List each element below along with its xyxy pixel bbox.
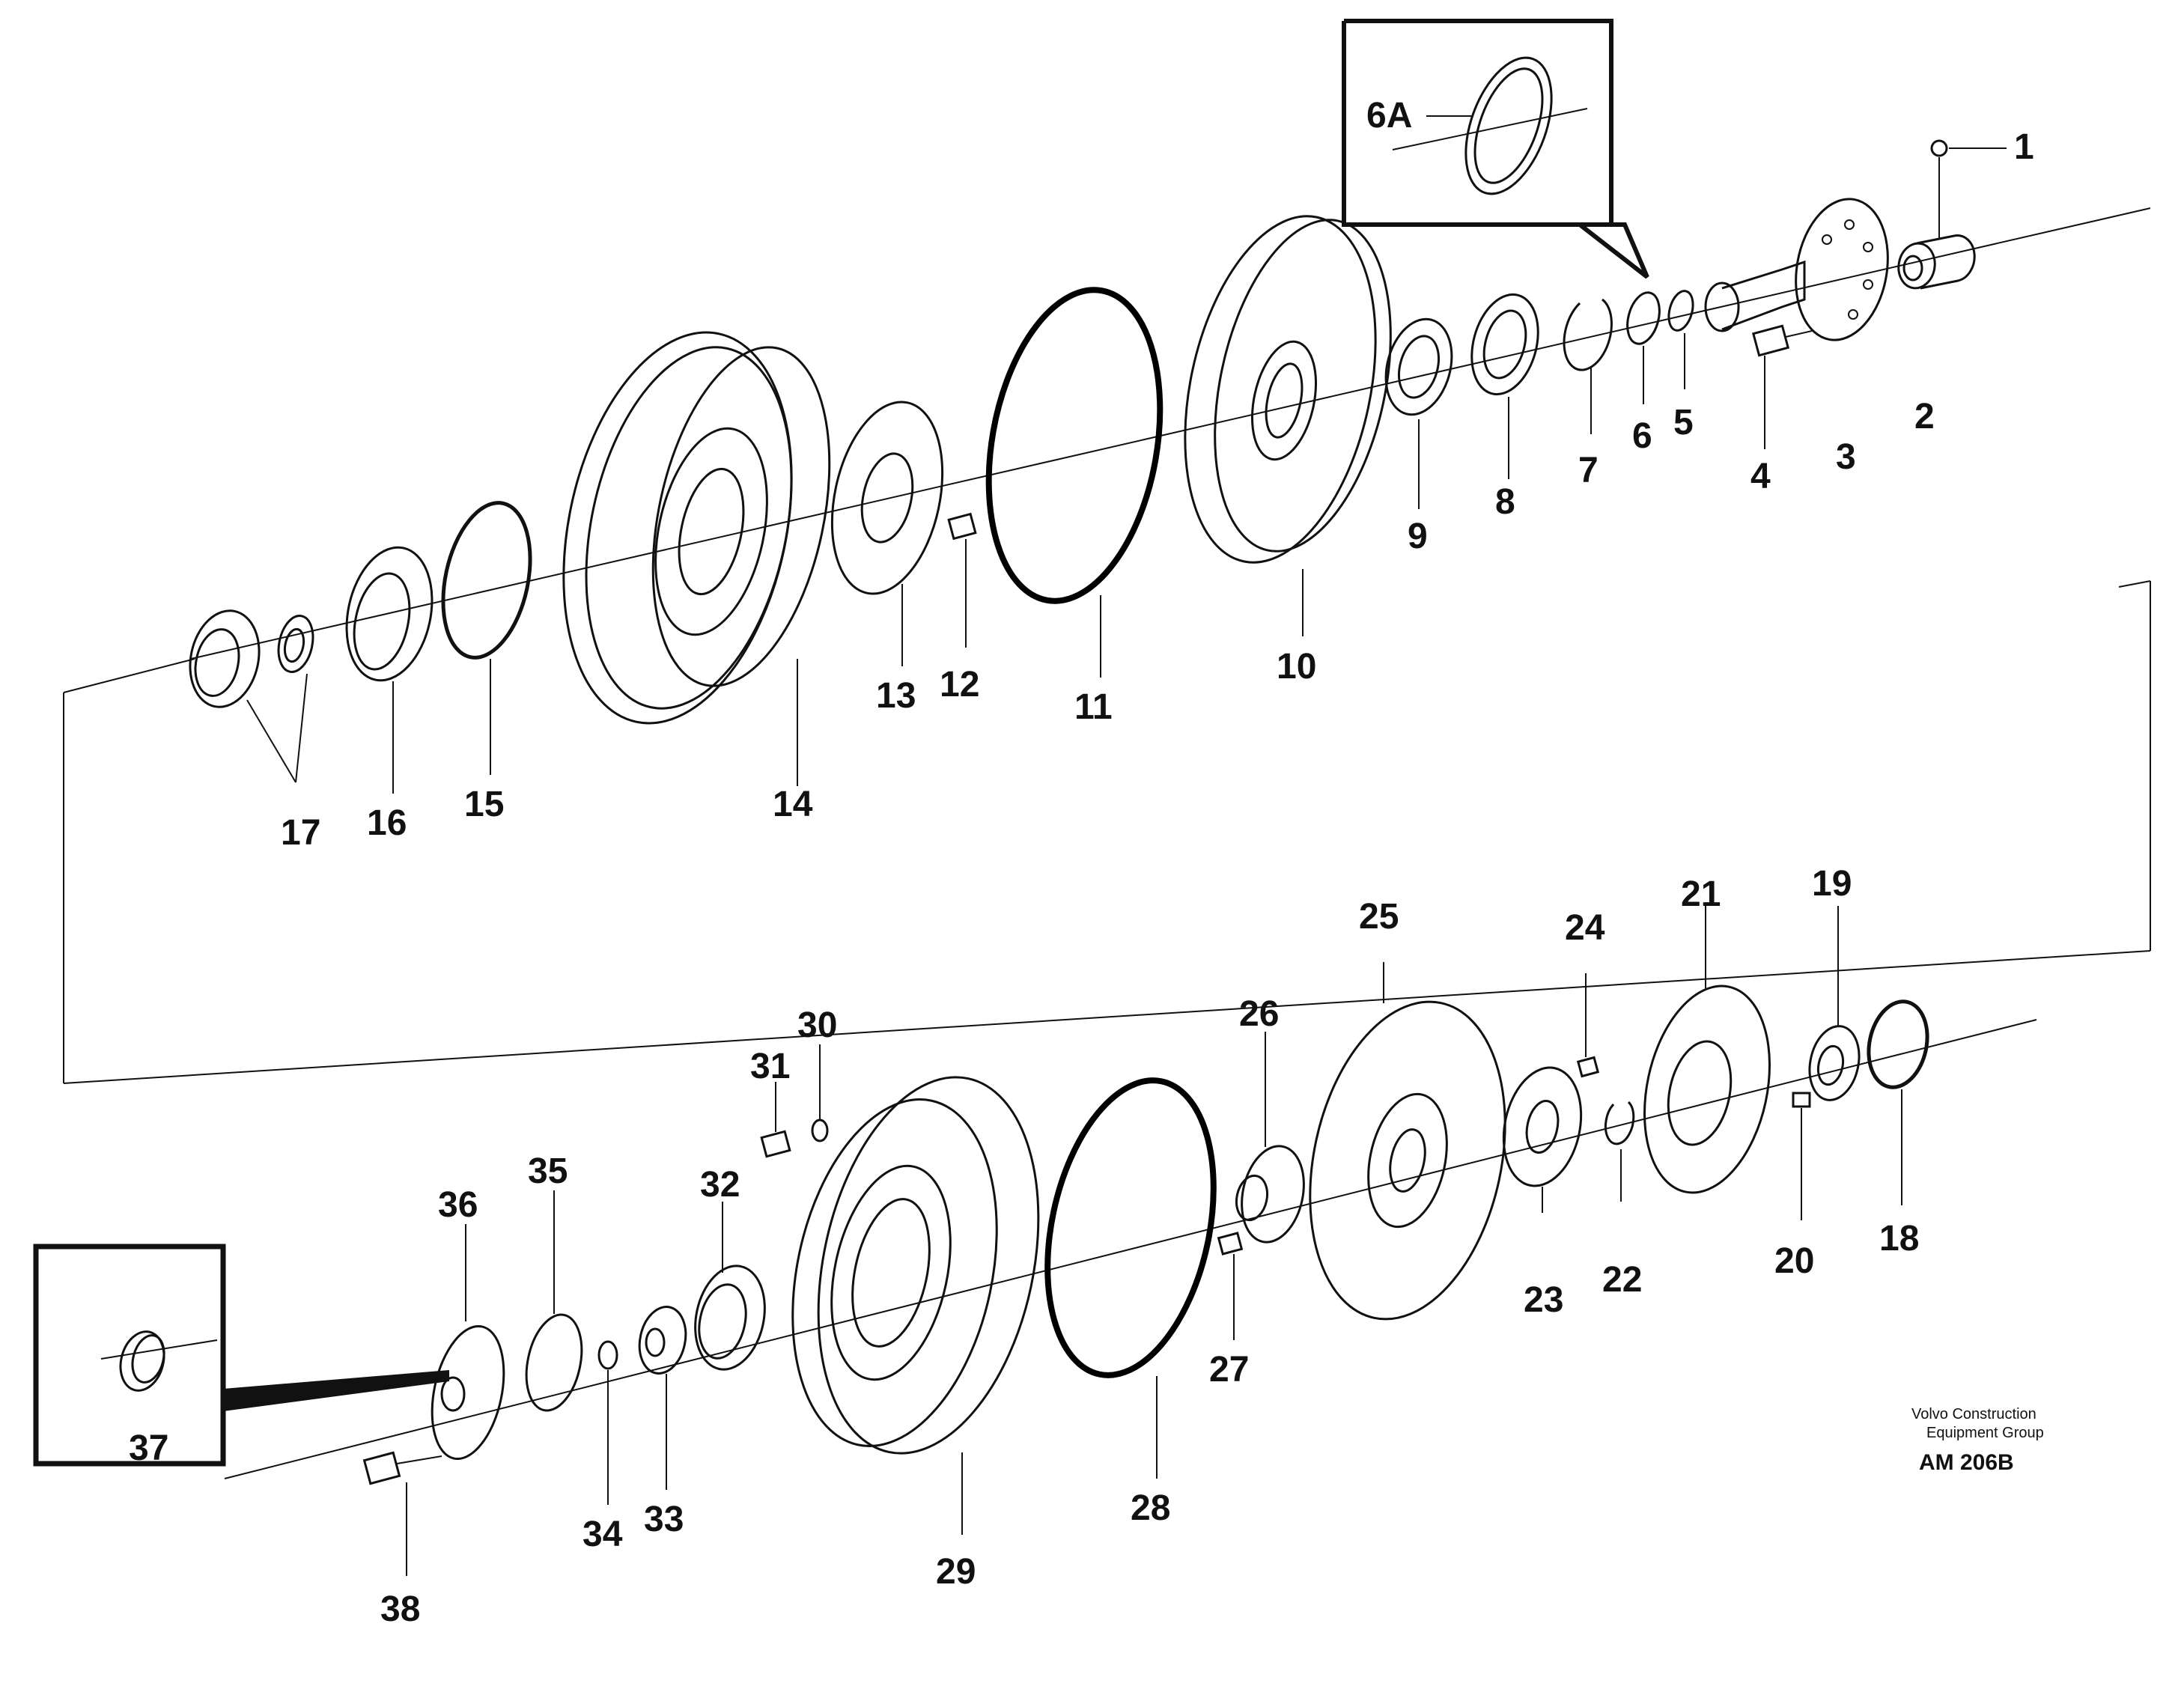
label-37: 37 bbox=[129, 1428, 168, 1468]
part-36-cover bbox=[431, 1224, 505, 1461]
label-19: 19 bbox=[1812, 864, 1852, 904]
part-28-o-ring bbox=[1044, 1077, 1217, 1479]
label-11: 11 bbox=[1074, 687, 1113, 727]
part-11-o-ring bbox=[985, 287, 1164, 678]
part-30-washer bbox=[811, 1044, 829, 1142]
part-38-bolt bbox=[362, 1451, 442, 1576]
label-18: 18 bbox=[1879, 1219, 1919, 1259]
part-21-stator bbox=[1643, 906, 1771, 1194]
part-18-o-ring bbox=[1867, 999, 1929, 1205]
part-7-circlip bbox=[1563, 298, 1613, 434]
part-2-coupling bbox=[1897, 157, 1976, 290]
label-28: 28 bbox=[1131, 1488, 1170, 1528]
label-4: 4 bbox=[1750, 457, 1771, 496]
part-5-ring bbox=[1667, 290, 1694, 389]
label-20: 20 bbox=[1774, 1241, 1814, 1281]
part-15-o-ring bbox=[441, 501, 532, 775]
label-9: 9 bbox=[1408, 517, 1428, 556]
part-17-bearing-set bbox=[189, 609, 314, 783]
part-14-turbine-housing bbox=[562, 331, 831, 786]
label-24: 24 bbox=[1565, 908, 1605, 948]
label-5: 5 bbox=[1673, 403, 1694, 442]
part-27-screw bbox=[1217, 1232, 1244, 1340]
label-26: 26 bbox=[1239, 994, 1279, 1034]
part-9-bearing bbox=[1384, 317, 1453, 509]
credit-block: Volvo Construction Equipment Group AM 20… bbox=[1911, 1406, 2044, 1475]
label-2: 2 bbox=[1914, 397, 1935, 436]
part-29-drive-housing bbox=[791, 1076, 1040, 1535]
part-10-pump-housing bbox=[1184, 215, 1392, 636]
credit-line-2: Equipment Group bbox=[1926, 1425, 2044, 1441]
part-12-screw bbox=[947, 512, 977, 648]
part-3-flange-shaft bbox=[1704, 198, 1889, 341]
label-25: 25 bbox=[1359, 897, 1399, 937]
label-21: 21 bbox=[1681, 874, 1721, 914]
label-32: 32 bbox=[700, 1165, 740, 1205]
part-34-lock-washer bbox=[597, 1340, 618, 1505]
label-15: 15 bbox=[464, 785, 504, 824]
label-29: 29 bbox=[936, 1552, 976, 1592]
inset-box-37 bbox=[33, 1244, 449, 1467]
label-23: 23 bbox=[1524, 1280, 1563, 1320]
label-12: 12 bbox=[940, 665, 979, 705]
credit-line-1: Volvo Construction bbox=[1911, 1406, 2037, 1422]
part-20-pin bbox=[1792, 1092, 1811, 1220]
upper-axis-line bbox=[190, 207, 2151, 660]
part-1-ball bbox=[1930, 139, 2007, 157]
label-34: 34 bbox=[582, 1515, 623, 1554]
label-36: 36 bbox=[438, 1185, 478, 1225]
label-30: 30 bbox=[797, 1005, 837, 1045]
part-35-gasket bbox=[525, 1190, 583, 1412]
part-4-bolt bbox=[1751, 324, 1813, 449]
part-16-bearing-cover bbox=[345, 546, 434, 794]
panel-outline bbox=[63, 580, 2151, 1084]
lower-axis-line bbox=[224, 1019, 2037, 1479]
label-6: 6 bbox=[1632, 416, 1652, 456]
label-10: 10 bbox=[1277, 647, 1316, 687]
label-6a: 6A bbox=[1366, 96, 1412, 136]
part-13-plate bbox=[830, 401, 944, 666]
label-38: 38 bbox=[380, 1589, 420, 1629]
drawing-code: AM 206B bbox=[1919, 1450, 2014, 1475]
part-32-bearing bbox=[694, 1202, 766, 1371]
part-22-circlip bbox=[1604, 1101, 1635, 1202]
part-6-ring bbox=[1626, 291, 1661, 404]
label-17: 17 bbox=[281, 813, 320, 853]
label-31: 31 bbox=[750, 1047, 790, 1086]
part-24-screw bbox=[1576, 973, 1600, 1078]
label-33: 33 bbox=[644, 1500, 684, 1539]
label-35: 35 bbox=[528, 1151, 568, 1191]
part-33-ring bbox=[638, 1306, 687, 1490]
label-8: 8 bbox=[1495, 482, 1515, 522]
part-31-screw bbox=[760, 1082, 791, 1158]
inset-box-6a bbox=[1342, 19, 1649, 279]
label-3: 3 bbox=[1836, 437, 1856, 477]
part-8-gear-nut bbox=[1470, 293, 1539, 479]
part-26-hub bbox=[1235, 1032, 1305, 1244]
label-1: 1 bbox=[2014, 127, 2034, 167]
label-13: 13 bbox=[876, 676, 916, 716]
label-14: 14 bbox=[773, 785, 813, 824]
label-27: 27 bbox=[1209, 1350, 1249, 1390]
part-25-impeller bbox=[1309, 962, 1506, 1321]
label-22: 22 bbox=[1602, 1260, 1642, 1300]
part-labels: 1 2 3 4 5 6 6A 7 8 9 10 11 12 13 14 15 1… bbox=[129, 96, 2034, 1629]
part-19-bearing bbox=[1808, 906, 1861, 1101]
label-16: 16 bbox=[367, 803, 407, 843]
label-7: 7 bbox=[1578, 451, 1599, 490]
